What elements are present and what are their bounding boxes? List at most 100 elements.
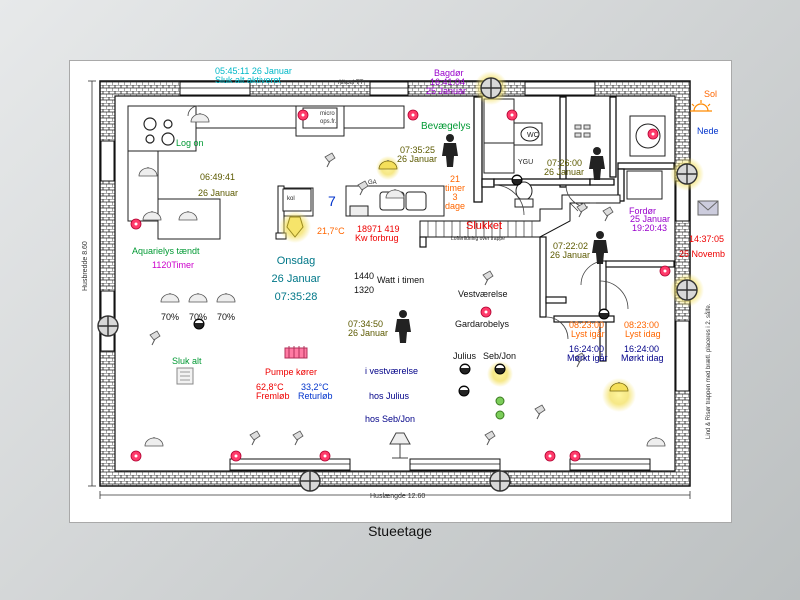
dark-today-time: 16:24:00 [624,344,660,354]
right-time: 14:37:05 [689,234,725,244]
front-door-time: 19:20:43 [632,223,668,233]
ga-label: GA [368,180,377,186]
motion-label: Bevægelys [421,121,471,132]
return-label: Returløb [298,391,333,401]
motion-sensor-icon[interactable] [480,306,492,318]
motion-sensor-icon[interactable] [319,450,331,462]
svg-text:YGU: YGU [518,159,533,166]
timer-days-unit: dage [444,201,466,211]
watt-label: Watt i timen [377,275,425,285]
lamp-east-wall-button[interactable] [676,163,698,185]
date: 26 Januar [271,273,321,285]
motion-time: 07:35:25 [400,145,436,155]
sun-down-label: Nede [697,126,719,136]
mail-icon[interactable] [697,200,719,216]
dark-yesterday-time: 16:24:00 [569,344,605,354]
aquarium-date: 26 Januar [198,188,239,198]
aquarium-time: 06:49:41 [200,172,236,182]
front-door-date: 25 Januar [630,214,671,224]
dimmer-indicator-icon[interactable] [511,174,523,186]
aquarium-hours: 1120Timer [152,260,195,270]
lamp-indicator-icon[interactable] [458,385,470,397]
pump-label: Pumpe kører [265,367,318,377]
julius-label: Julius [453,351,477,361]
living-date: 26 Januar [348,328,389,338]
wc-label: WC [527,132,539,139]
forward-label: Fremløb [256,391,290,401]
sluk-alt-label[interactable]: Sluk alt [172,356,202,366]
living-bulb-icon[interactable] [286,216,304,238]
motion-sensor-icon[interactable] [659,265,671,277]
huslaengde-label: Huslængde 12.60 [370,493,426,500]
motion-sensor-icon[interactable] [130,218,142,230]
motion-sensor-icon[interactable] [297,109,309,121]
motion-sensor-icon[interactable] [407,109,419,121]
weekday: Onsdag [276,255,316,267]
light-yesterday-label: Lyst igår [571,329,605,339]
stairs-date: 26 Januar [550,250,591,260]
pump-radiator-icon [284,346,308,359]
dim-value-2: 70% [188,312,208,322]
motion-sensor-icon[interactable] [506,109,518,121]
stair-status: Slukket [466,220,503,232]
stairs-time: 07:22:02 [553,241,589,251]
sluk-alt-button[interactable] [176,367,194,385]
hall-time: 07:26:00 [547,158,583,168]
timer-days: 3 [452,192,458,202]
husbredde-label: Husbredde 8.60 [82,241,89,291]
light-today-time: 08:23:00 [624,320,660,330]
clock: 07:35:28 [274,291,318,303]
floorplan-drawing: WC YGU [82,71,719,499]
hos-julius-label: hos Julius [369,391,410,401]
sun-icon [690,100,712,112]
julius-led-icon [495,396,505,406]
micro-sub-label: ops.fr. [320,119,337,125]
julius-lamp-icon[interactable] [459,363,471,375]
log-on-button[interactable]: Log on [176,138,204,148]
lamp-south-wall-button[interactable] [299,470,321,492]
dimmer-indicator-icon[interactable] [598,308,610,320]
floorplan-panel: WC YGU [69,60,732,523]
stair-plan-text: Lofterildning over trappe [451,236,505,242]
micro-label: micro [320,111,335,117]
timer-unit: timer [445,183,465,193]
hall-date: 26 Januar [544,167,585,177]
return-temp: 33,2°C [301,382,329,392]
light-yesterday-time: 08:23:00 [569,320,605,330]
motion-sensor-icon[interactable] [130,450,142,462]
sun-label: Sol [704,89,718,99]
living-time: 07:34:50 [348,319,384,329]
seb-jon-led-icon [495,410,505,420]
forward-temp: 62,8°C [256,382,284,392]
top-time: 05:45:11 26 Januar [215,66,292,76]
lamp-east-wall-2-button[interactable] [676,279,698,301]
dim-value-3: 70% [216,312,236,322]
motion-sensor-icon[interactable] [569,450,581,462]
motion-sensor-icon[interactable] [544,450,556,462]
person-icon-stairs [592,231,608,264]
vestvaerelse-label: Vestværelse [458,289,508,299]
watt-value: 1440 [354,271,375,281]
right-date: 25 Novemb [679,249,726,259]
lamp-south-wall-2-button[interactable] [489,470,511,492]
dim-value-1: 70% [160,312,180,322]
back-door-date: 25 Januar [426,86,467,96]
front-door-label: Fordør [629,206,656,216]
hos-seb-jon-label: hos Seb/Jon [365,414,416,424]
lamp-back-door-button[interactable] [480,77,502,99]
dark-yesterday-label: Mørkt igår [567,353,608,363]
motion-sensor-icon[interactable] [647,128,659,140]
lamp-west-wall-button[interactable] [97,315,119,337]
person-icon-entrance [442,134,458,167]
kol-label: kol [287,196,295,202]
watt-value-2: 1320 [354,285,375,295]
floor-lamp-icon[interactable] [389,432,411,459]
light-today-label: Lyst idag [625,329,661,339]
alkoel-label: Alkoel TT [338,80,364,86]
motion-sensor-icon[interactable] [230,450,242,462]
indoor-temp: 21,7°C [317,226,345,236]
motion-date: 26 Januar [397,154,438,164]
side-note: Lind & Risør trappen med brætl. placeres… [705,303,712,439]
timer-count: 21 [449,174,461,184]
seb-jon-lamp-icon[interactable] [494,363,506,375]
